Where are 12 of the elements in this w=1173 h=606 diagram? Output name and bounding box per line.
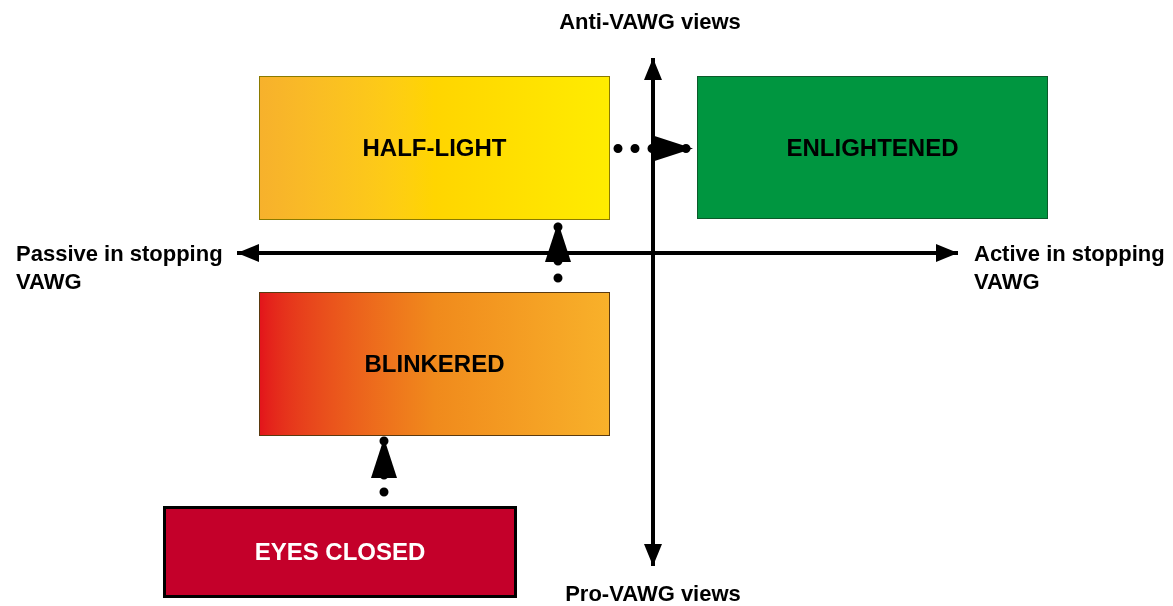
box-label: EYES CLOSED [254,537,426,567]
quadrant-box [163,506,517,598]
box-label: BLINKERED [364,349,505,379]
axis-label: Active in stopping VAWG [974,240,1166,296]
axis-label: Anti-VAWG views [558,8,742,36]
quadrant-box [259,292,610,436]
box-label: HALF-LIGHT [362,133,507,163]
axis-label: Pro-VAWG views [564,580,742,606]
box-label: ENLIGHTENED [786,132,959,163]
quadrant-box [697,76,1048,219]
axis-label: Passive in stopping VAWG [16,240,224,296]
quadrant-box [259,76,610,220]
